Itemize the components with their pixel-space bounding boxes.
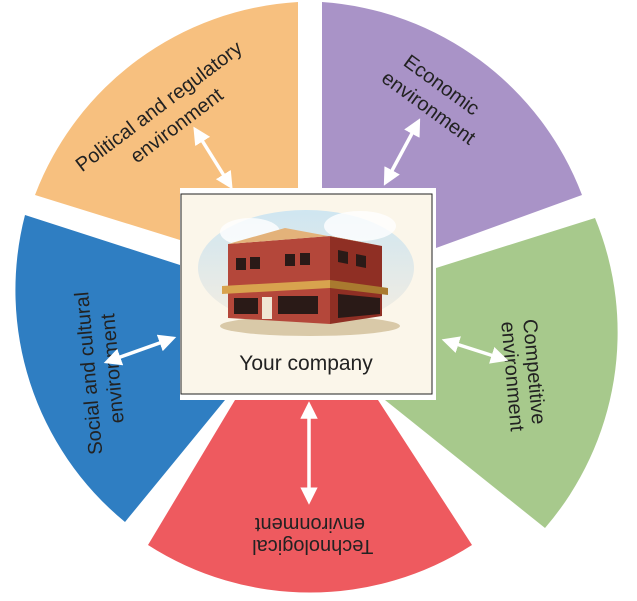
segment-economic [322,2,582,248]
company-card: Your company [180,193,433,395]
technological-label-line-2: environment [255,513,366,535]
arrow-political-icon [193,126,233,190]
technological-label-line-1: Technological [252,535,373,557]
office-building-icon [198,210,414,336]
segment-competitive [385,218,618,528]
arrow-economic-icon [383,118,421,186]
company-label: Your company [239,352,373,375]
arrow-social-icon [103,334,177,366]
arrow-competitive-icon [441,336,509,364]
svg-text:Technological environment: Technological environment [247,513,374,557]
segment-social [15,215,225,522]
